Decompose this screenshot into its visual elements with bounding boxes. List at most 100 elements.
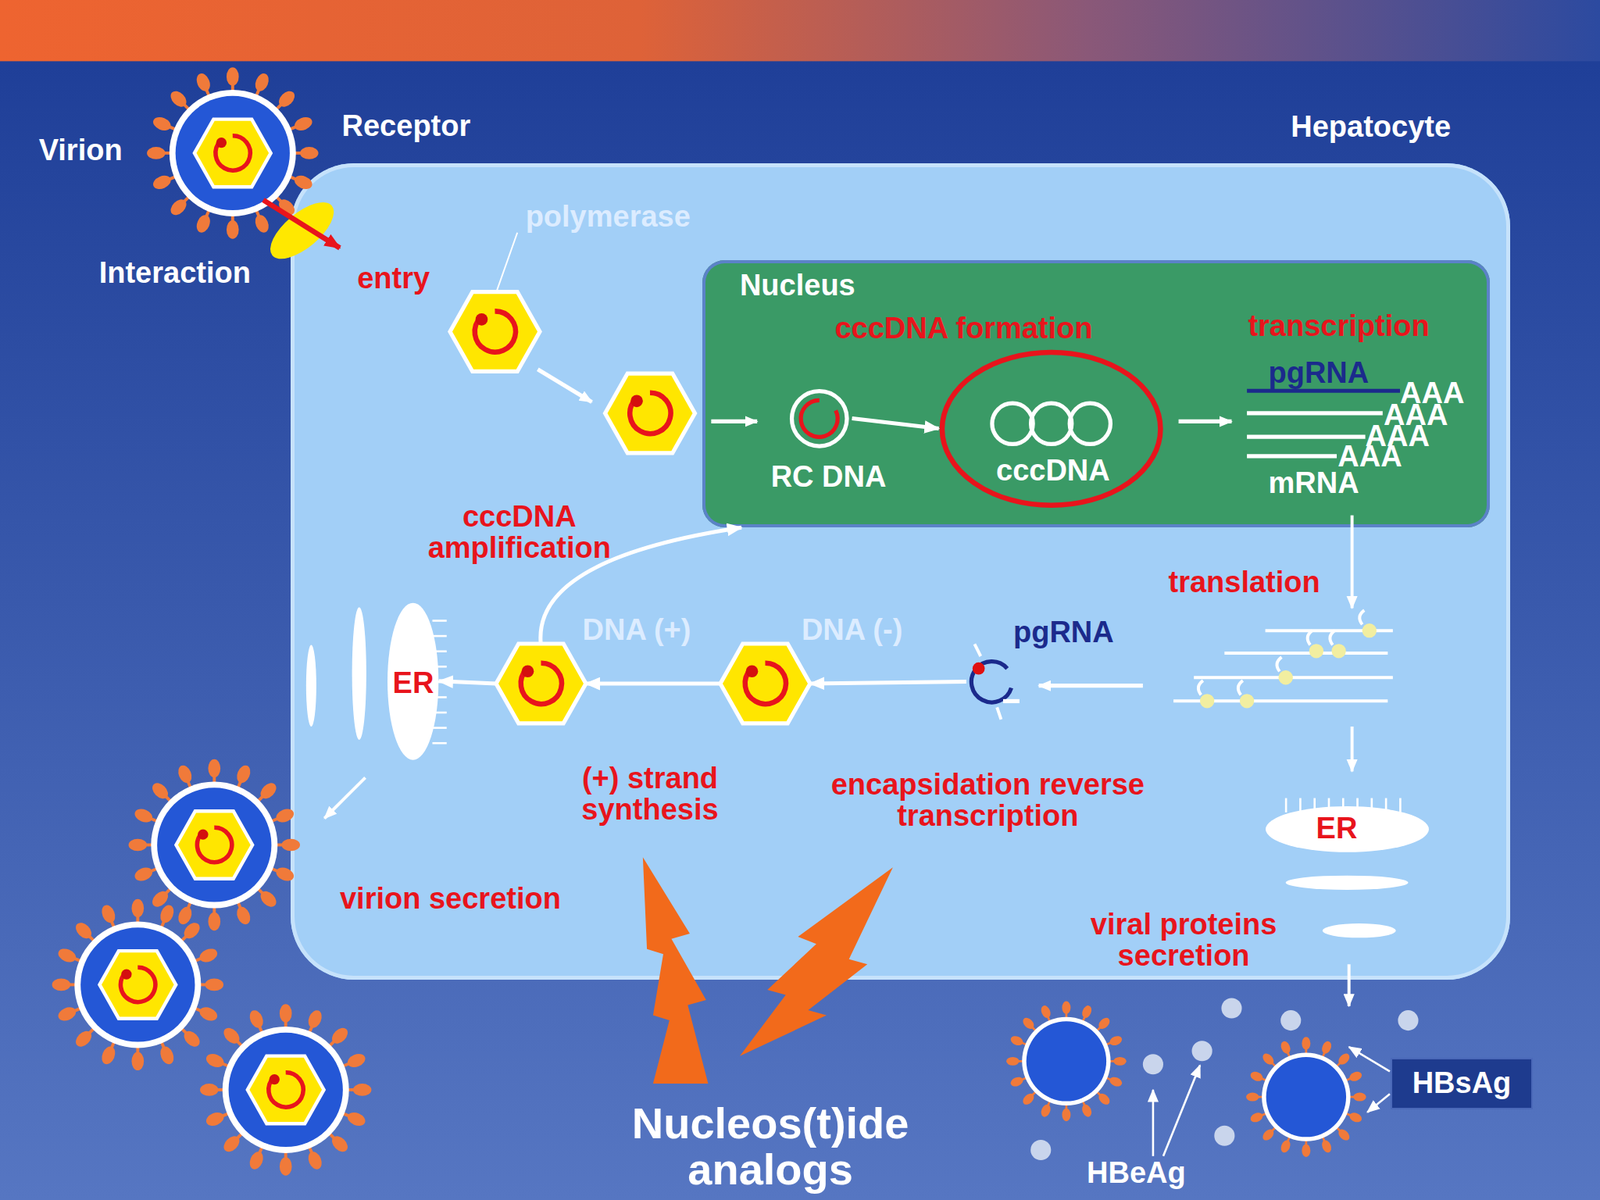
node-shape bbox=[786, 385, 853, 452]
text-label: ER bbox=[392, 667, 435, 700]
ribosome bbox=[1200, 693, 1215, 708]
text-label: cccDNA bbox=[996, 455, 1111, 487]
node-cell: HepatocyteNucleusRC DNAcccDNApgRNADNA (-… bbox=[290, 163, 1511, 980]
hbeag-dot bbox=[1214, 1125, 1235, 1147]
flow-arrow bbox=[1347, 964, 1351, 1007]
capsid-hexagon bbox=[496, 643, 586, 724]
node-shape bbox=[496, 643, 586, 724]
er-membrane bbox=[387, 602, 439, 760]
ribosome bbox=[1239, 693, 1254, 708]
ribosomes bbox=[1173, 610, 1393, 701]
connector-arrow bbox=[585, 682, 721, 686]
rc-dna-outer bbox=[792, 390, 848, 447]
text-label: ER bbox=[1316, 813, 1358, 845]
cccdna-circle bbox=[1030, 403, 1072, 444]
text-label: DNA (-) bbox=[801, 614, 903, 647]
cccdna-circle bbox=[992, 403, 1033, 444]
flow-arrow bbox=[1178, 419, 1233, 424]
hbeag-dot bbox=[1280, 1010, 1301, 1031]
subviral-particle bbox=[1006, 1001, 1127, 1122]
node-nuc: Nucleus RC DNA cccDNA bbox=[702, 260, 1490, 528]
flow-arrow bbox=[324, 777, 365, 818]
pointer-arrow bbox=[1163, 1065, 1200, 1157]
hbeag-dot bbox=[1142, 1053, 1164, 1075]
polymerase-dot bbox=[972, 662, 986, 675]
vesicle bbox=[1322, 923, 1397, 938]
rc-dna-inner bbox=[800, 400, 838, 437]
viral-dna bbox=[745, 663, 786, 704]
er-ribosome bbox=[1399, 797, 1402, 812]
virion bbox=[146, 67, 318, 239]
node-erv: ER bbox=[387, 602, 439, 761]
rna-tail bbox=[1003, 699, 1020, 704]
polymerase-dot bbox=[521, 665, 534, 679]
text-label: pgRNA bbox=[1013, 617, 1115, 649]
peptide bbox=[1359, 610, 1365, 625]
node-shape bbox=[966, 656, 1018, 708]
text-label: Hepatocyte bbox=[1290, 111, 1451, 143]
mrna-transcript bbox=[1246, 410, 1383, 415]
inhibition-bolt bbox=[642, 857, 709, 1084]
pgrna-transcript bbox=[1246, 389, 1400, 393]
viral-dna bbox=[520, 663, 561, 704]
ribosome bbox=[1331, 643, 1346, 658]
vesicle bbox=[306, 644, 317, 726]
leader-line bbox=[487, 232, 518, 317]
hbeag-dot bbox=[1221, 997, 1242, 1018]
peptide bbox=[1198, 680, 1204, 695]
er-ribosome bbox=[432, 634, 447, 637]
rna-tail bbox=[996, 707, 1001, 720]
er-ribosome bbox=[432, 726, 447, 729]
polymerase-dot bbox=[746, 665, 759, 679]
mrna-transcript bbox=[1246, 453, 1337, 458]
text-label: DNA (+) bbox=[582, 614, 691, 647]
er-ribosome bbox=[1284, 797, 1287, 812]
node-shape bbox=[720, 643, 811, 724]
peptide bbox=[1307, 630, 1313, 645]
peptide bbox=[1277, 657, 1283, 672]
capsid bbox=[450, 292, 540, 372]
virion bbox=[52, 899, 224, 1071]
receptor bbox=[260, 192, 343, 269]
flow-arrow bbox=[1350, 515, 1354, 609]
mrna-line bbox=[1193, 675, 1393, 679]
mrna-line bbox=[1224, 651, 1388, 655]
capsid-hexagon bbox=[720, 643, 811, 724]
er-membrane bbox=[1265, 806, 1429, 853]
hbeag-dot bbox=[1192, 1040, 1213, 1061]
flow-arrow bbox=[537, 369, 592, 403]
highlight-ring bbox=[942, 352, 1161, 506]
pointer-arrow bbox=[1152, 1089, 1155, 1157]
node-pg: pgRNA bbox=[966, 656, 1018, 708]
er-ribosome bbox=[432, 619, 447, 622]
mrna-transcript bbox=[1246, 434, 1366, 439]
cccdna-circle bbox=[1069, 403, 1111, 444]
er-ribosome bbox=[1299, 797, 1302, 812]
pointer-arrow bbox=[1367, 1093, 1390, 1113]
ribosome-dots bbox=[1200, 623, 1377, 708]
er-ribosome bbox=[432, 742, 447, 745]
entry-arrow bbox=[263, 200, 340, 248]
connector-arrow bbox=[810, 681, 967, 684]
text-label: RC DNA bbox=[771, 461, 887, 493]
flow-arrow bbox=[710, 419, 758, 424]
connector-arrow bbox=[439, 681, 497, 684]
peptide bbox=[1238, 680, 1243, 695]
mrna-line bbox=[1265, 628, 1393, 633]
pgrna-loop bbox=[971, 660, 1011, 702]
pointer-arrow bbox=[1349, 1046, 1390, 1072]
connector-arrow bbox=[852, 417, 940, 429]
virion bbox=[200, 1003, 372, 1175]
node-cap: DNA (+) bbox=[496, 643, 586, 724]
rna-tail bbox=[974, 643, 981, 657]
peptide bbox=[1329, 630, 1335, 645]
hbeag-dots bbox=[1030, 997, 1418, 1161]
text-label: Nucleus bbox=[739, 270, 856, 302]
node-erh: ER bbox=[1265, 806, 1429, 853]
ribosome bbox=[1278, 670, 1293, 685]
vesicle bbox=[1285, 875, 1409, 890]
capsid bbox=[605, 373, 696, 454]
